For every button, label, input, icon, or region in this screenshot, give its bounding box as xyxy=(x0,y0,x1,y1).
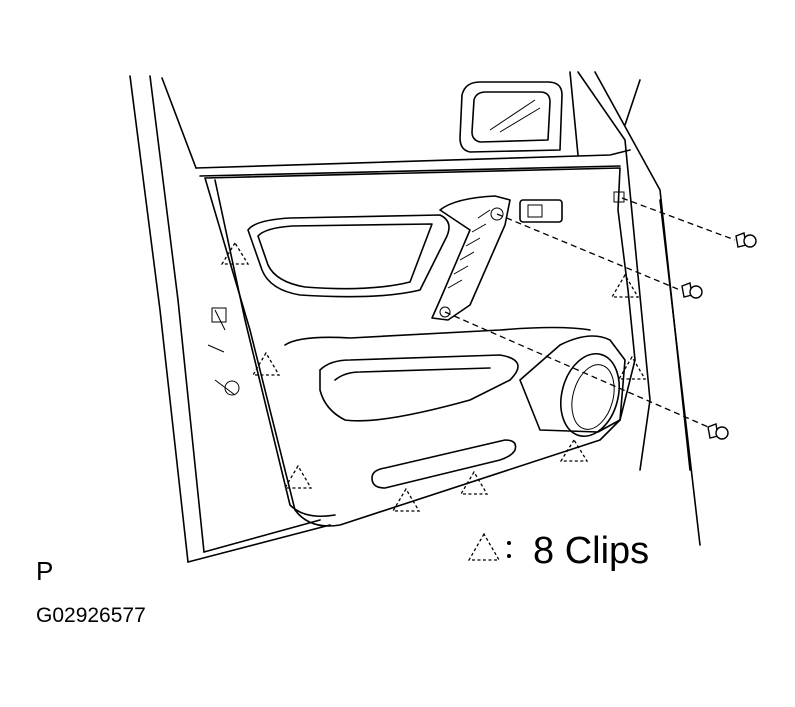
clip-markers xyxy=(220,241,647,512)
view-letter: P xyxy=(36,556,54,586)
legend-colon-dot xyxy=(507,541,511,545)
screws xyxy=(439,191,757,440)
door-trim-panel xyxy=(204,167,636,527)
clip-triangle-icon xyxy=(220,241,250,265)
clip-triangle-icon xyxy=(617,355,647,380)
door-frame xyxy=(129,71,701,563)
screw-bottom xyxy=(707,423,729,440)
screw-middle xyxy=(681,282,703,299)
legend-clip-triangle-icon xyxy=(467,532,501,561)
clip-triangle-icon xyxy=(283,464,313,489)
clip-count-label: 8 Clips xyxy=(533,530,650,572)
screw-top xyxy=(735,232,757,248)
clip-triangle-icon xyxy=(610,273,640,298)
side-mirror xyxy=(459,81,563,153)
clip-triangle-icon xyxy=(559,438,589,462)
clip-triangle-icon xyxy=(251,351,281,376)
legend-colon-dot xyxy=(507,554,511,558)
figure-code: G02926577 xyxy=(36,604,146,627)
clip-triangle-icon xyxy=(459,470,489,495)
clip-triangle-icon xyxy=(391,487,421,512)
